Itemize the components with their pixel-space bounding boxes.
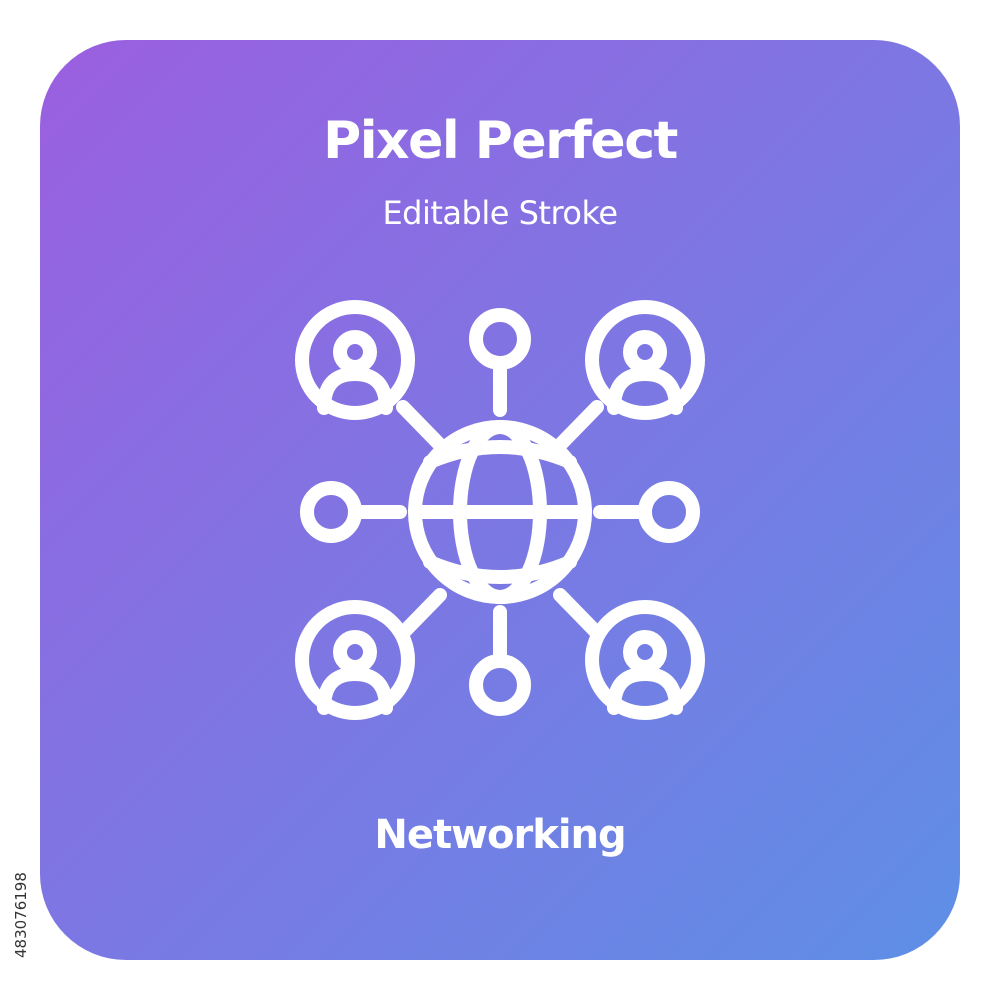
stock-id-label: 483076198	[6, 758, 36, 958]
card-subtitle: Editable Stroke	[382, 194, 618, 232]
card-title: Pixel Perfect	[323, 111, 678, 171]
stock-id-text: 483076198	[12, 872, 30, 958]
icon-caption: Networking	[374, 812, 626, 858]
